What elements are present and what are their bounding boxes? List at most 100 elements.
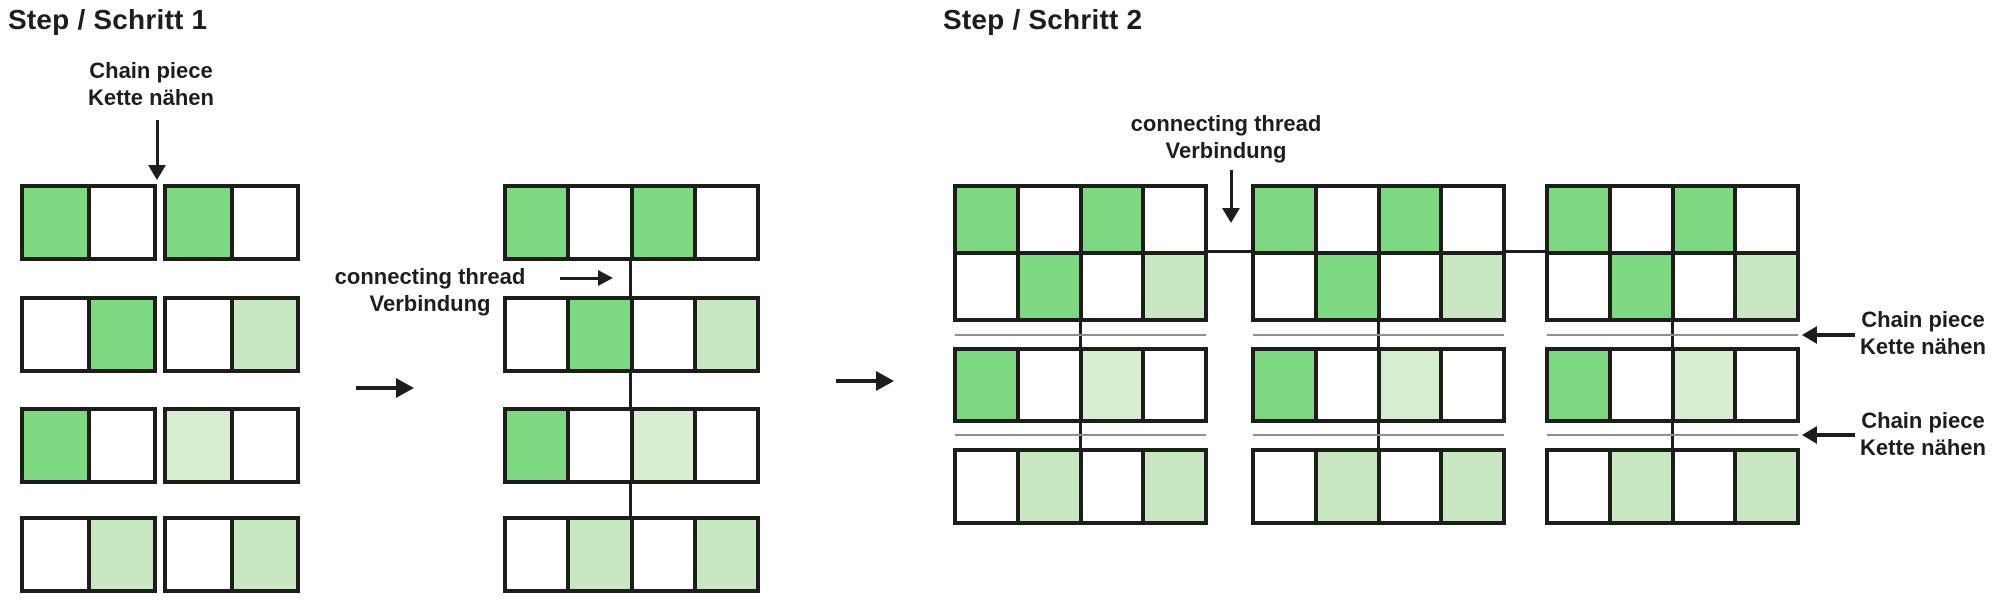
fabric-square-green <box>1547 349 1610 421</box>
fabric-square-light-green <box>1143 450 1206 523</box>
fabric-square-white <box>165 518 232 591</box>
step1-pair-row1-left <box>20 184 157 261</box>
fabric-square-light-green <box>88 518 155 591</box>
fabric-square-light-green <box>694 298 758 371</box>
fabric-square-white <box>1080 253 1144 320</box>
fabric-square-green <box>88 298 155 371</box>
step1-pair-row2-right <box>163 296 300 373</box>
fabric-square-white <box>1315 186 1379 253</box>
step1-pair-row4-left <box>20 516 157 593</box>
fabric-square-green <box>955 349 1018 421</box>
step1-chain-piece-label: Chain piece Kette nähen <box>51 57 251 111</box>
step1-transition-arrow-icon <box>356 378 414 398</box>
fabric-square-green <box>505 186 569 259</box>
step2-block2-row-3 <box>1251 347 1506 423</box>
step2-block1-sewn-rows-1-2 <box>953 184 1208 322</box>
arrow-head <box>1802 426 1817 444</box>
arrow-head <box>1222 208 1240 223</box>
fabric-square-light-green <box>1143 253 1206 320</box>
fabric-square-white <box>1253 253 1316 320</box>
fabric-square-lighter-green <box>165 409 232 482</box>
fabric-square-white <box>1609 349 1673 421</box>
fabric-square-white <box>1143 349 1206 421</box>
fabric-square-green <box>22 186 89 259</box>
step2-connecting-thread-label-line1: connecting thread <box>1130 111 1322 136</box>
step1-connecting-thread-line <box>629 200 632 590</box>
fabric-square-white <box>1378 450 1442 523</box>
fabric-square-white <box>1547 450 1610 523</box>
fabric-square-white <box>694 186 758 259</box>
arrow-shaft <box>155 120 159 165</box>
step2-block3-row-3 <box>1545 347 1800 423</box>
fabric-square-light-green <box>1735 450 1798 523</box>
arrow-head <box>396 378 414 398</box>
step2-chain-piece-left-arrow-1-icon <box>1802 326 1855 344</box>
fabric-square-light-green <box>1315 450 1379 523</box>
step1-connecting-thread-label-line1: connecting thread <box>334 264 526 289</box>
fabric-square-white <box>1672 253 1736 320</box>
step2-chain-piece-label-2: Chain piece Kette nähen <box>1823 407 2000 461</box>
fabric-square-green <box>955 186 1018 253</box>
fabric-square-white <box>22 518 89 591</box>
fabric-square-white <box>1441 349 1504 421</box>
step1-pieced-strip-row2 <box>503 296 760 373</box>
step1-chain-piece-label-line1: Chain piece <box>89 58 213 83</box>
fabric-square-green <box>1378 186 1442 253</box>
step2-chain-piece-label-2-line1: Chain piece <box>1861 408 1985 433</box>
fabric-square-white <box>1143 186 1206 253</box>
fabric-square-white <box>1253 450 1316 523</box>
step2-block2-chain-thread-upper <box>1253 334 1504 336</box>
step1-pieced-strip-row3 <box>503 407 760 484</box>
step1-chain-piece-down-arrow-icon <box>148 120 166 180</box>
fabric-square-green <box>1609 253 1673 320</box>
step2-chain-piece-label-1-line1: Chain piece <box>1861 307 1985 332</box>
step2-block1-row-3 <box>953 347 1208 423</box>
step1-connecting-thread-right-arrow-icon <box>560 270 613 286</box>
step2-connecting-thread-segment-2 <box>1503 250 1549 253</box>
fabric-square-white <box>1609 186 1673 253</box>
fabric-square-white <box>1315 349 1379 421</box>
arrow-shaft <box>1817 333 1855 337</box>
fabric-square-white <box>631 298 695 371</box>
fabric-square-green <box>1672 186 1736 253</box>
fabric-square-white <box>1547 253 1610 320</box>
fabric-square-green <box>1017 253 1081 320</box>
fabric-square-green <box>22 409 89 482</box>
fabric-square-white <box>505 298 569 371</box>
fabric-square-white <box>1672 450 1736 523</box>
arrow-shaft <box>560 276 598 280</box>
fabric-square-white <box>1735 186 1798 253</box>
step2-title: Step / Schritt 2 <box>943 4 1143 35</box>
fabric-square-light-green <box>1609 450 1673 523</box>
fabric-square-white <box>694 409 758 482</box>
fabric-square-white <box>22 298 89 371</box>
fabric-square-white <box>1017 186 1081 253</box>
step1-pair-row2-left <box>20 296 157 373</box>
fabric-square-green <box>1547 186 1610 253</box>
fabric-square-green <box>1315 253 1379 320</box>
step2-block3-chain-thread-upper <box>1547 334 1798 336</box>
step2-connecting-thread-down-arrow-icon <box>1222 170 1240 223</box>
fabric-square-white <box>1080 450 1144 523</box>
arrow-head <box>598 270 613 286</box>
arrow-shaft <box>1817 433 1855 437</box>
fabric-square-green <box>568 298 632 371</box>
fabric-square-lighter-green <box>631 409 695 482</box>
fabric-square-light-green <box>1017 450 1081 523</box>
step2-block1-chain-thread-upper <box>955 334 1206 336</box>
step2-block2-sewn-rows-1-2 <box>1251 184 1506 322</box>
step2-block3-sewn-rows-1-2 <box>1545 184 1800 322</box>
fabric-square-green <box>1253 349 1316 421</box>
fabric-square-white <box>568 186 632 259</box>
step1-pair-row3-right <box>163 407 300 484</box>
step2-transition-arrow-icon <box>836 371 894 391</box>
arrow-head <box>148 165 166 180</box>
fabric-square-white <box>1378 253 1442 320</box>
fabric-square-white <box>165 298 232 371</box>
fabric-square-green <box>1253 186 1316 253</box>
step2-connecting-thread-segment-1 <box>1205 250 1255 253</box>
fabric-square-white <box>231 186 298 259</box>
step1-chain-piece-label-line2: Kette nähen <box>88 85 214 110</box>
step2-block3-chain-thread-lower <box>1547 434 1798 436</box>
